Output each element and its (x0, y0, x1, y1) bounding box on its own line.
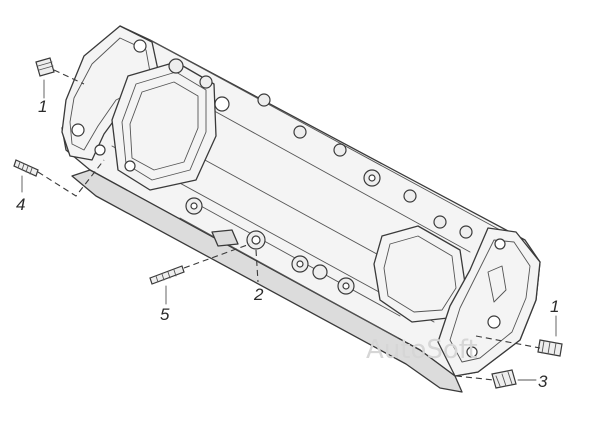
leader-lines (21, 69, 557, 381)
stud-4 (13, 159, 39, 177)
stud-1-right (537, 339, 563, 357)
callout-5: 5 (160, 305, 170, 324)
stud-5 (149, 265, 185, 285)
callout-4: 4 (16, 195, 25, 214)
callout-2: 2 (253, 285, 264, 304)
callout-1-left: 1 (38, 97, 47, 116)
stud-1-left (35, 57, 55, 77)
watermark-text: AutoSoft (366, 335, 478, 365)
exhaust-manifold-housing (61, 25, 541, 393)
plug-3 (491, 369, 517, 389)
callout-1-right: 1 (550, 297, 559, 316)
callout-3: 3 (538, 372, 548, 391)
